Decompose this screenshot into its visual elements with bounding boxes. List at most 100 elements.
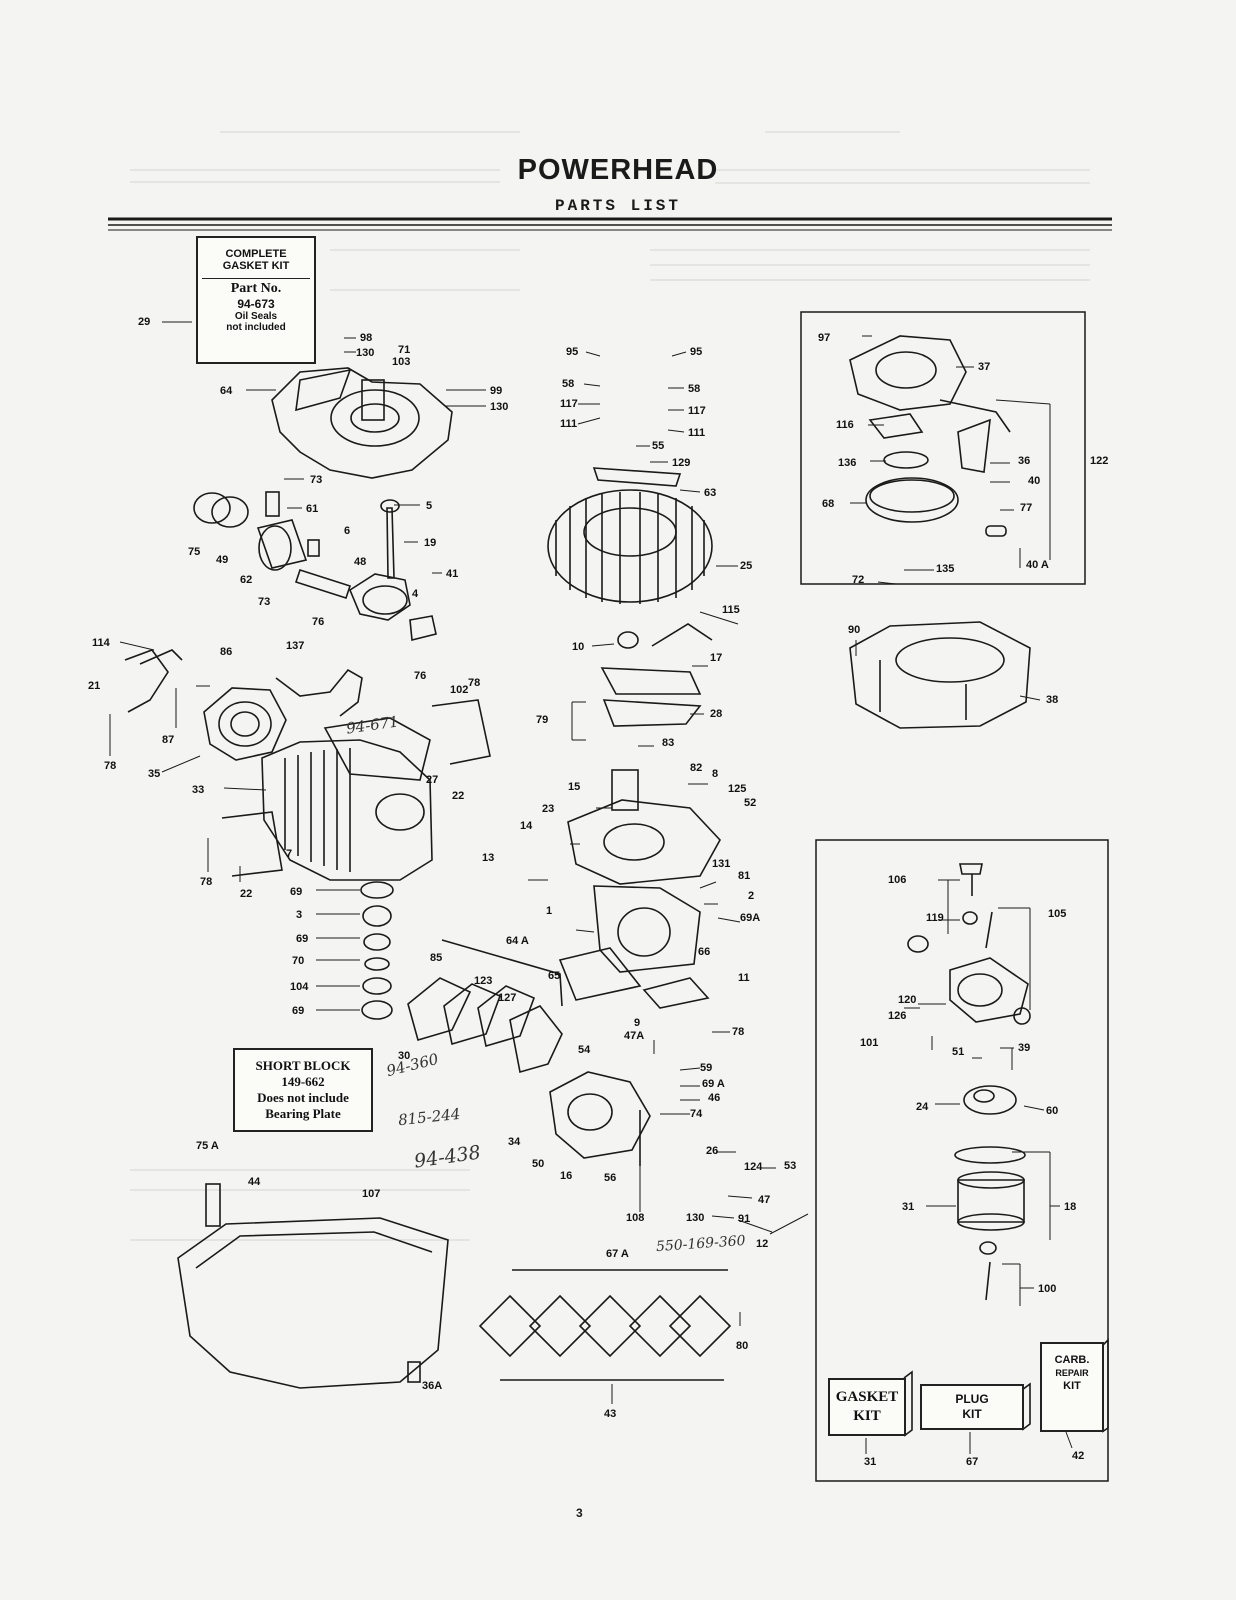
- carb-repair-kit-box: CARB. REPAIR KIT: [1040, 1342, 1104, 1432]
- part-callout: 13: [482, 852, 495, 864]
- part-callout: 116: [836, 419, 854, 431]
- part-callout: 36A: [422, 1380, 443, 1392]
- part-callout: 114: [92, 637, 110, 649]
- inset-frames: [800, 311, 1109, 1482]
- part-callout: 17: [710, 652, 723, 664]
- short-block-box: SHORT BLOCK 149-662 Does not include Bea…: [233, 1048, 373, 1132]
- part-callout: 24: [916, 1101, 929, 1113]
- part-callout: 26: [706, 1145, 719, 1157]
- page-title: POWERHEAD: [517, 154, 719, 186]
- part-callout: 111: [560, 418, 578, 430]
- part-callout: 137: [286, 640, 305, 652]
- part-callout: 79: [536, 714, 549, 726]
- leader-lines: [109, 321, 1073, 1454]
- part-callout: 30: [398, 1050, 411, 1062]
- header-rules: [108, 217, 1112, 231]
- complete-gasket-kit-box: COMPLETE GASKET KIT Part No. 94-673 Oil …: [196, 236, 316, 364]
- part-callout: 4: [412, 588, 419, 600]
- part-callout: 78: [200, 876, 213, 888]
- part-callout: 34: [508, 1136, 521, 1148]
- part-callout: 41: [446, 568, 459, 580]
- part-callout: 68: [822, 498, 835, 510]
- part-callout: 117: [688, 405, 706, 417]
- part-callout: 83: [662, 737, 675, 749]
- part-callout: 69: [296, 933, 309, 945]
- part-callout: 101: [860, 1037, 879, 1049]
- part-callout: 107: [362, 1188, 381, 1200]
- part-callout: 31: [864, 1456, 877, 1468]
- part-callout: 58: [562, 378, 575, 390]
- part-callout: 40: [1028, 475, 1041, 487]
- gasket-kit-label-2: KIT: [853, 1408, 881, 1424]
- part-callout: 52: [744, 797, 757, 809]
- part-callout: 37: [978, 361, 991, 373]
- part-callout: 61: [306, 503, 319, 515]
- page-subtitle: PARTS LIST: [554, 197, 681, 215]
- part-callout: 130: [686, 1212, 705, 1224]
- part-callout: 69 A: [702, 1078, 725, 1090]
- gasket-kit-line-1: COMPLETE: [225, 248, 287, 260]
- part-callout: 106: [888, 874, 907, 886]
- gasket-kit-label-1: GASKET: [835, 1389, 899, 1405]
- part-callout: 48: [354, 556, 367, 568]
- part-callout: 55: [652, 440, 665, 452]
- part-callout: 108: [626, 1212, 645, 1224]
- part-callout: 46: [708, 1092, 721, 1104]
- part-callout: 44: [248, 1176, 261, 1188]
- plug-kit-box: PLUG KIT: [920, 1384, 1024, 1430]
- part-callout: 67: [966, 1456, 979, 1468]
- plug-kit-label-2: KIT: [962, 1407, 982, 1421]
- part-callout: 129: [672, 457, 691, 469]
- part-callout: 75 A: [196, 1140, 219, 1152]
- gasket-kit-line-5: Oil Seals: [234, 311, 278, 322]
- part-callout: 131: [712, 858, 731, 870]
- part-callout: 19: [424, 537, 437, 549]
- part-callout: 69: [290, 886, 303, 898]
- part-callout: 56: [604, 1172, 617, 1184]
- part-callout: 38: [1046, 694, 1059, 706]
- part-callout: 86: [220, 646, 233, 658]
- part-callout: 119: [926, 912, 944, 924]
- part-callout: 103: [392, 356, 411, 368]
- part-callout: 70: [292, 955, 305, 967]
- part-callout: 95: [566, 346, 579, 358]
- part-callout: 33: [192, 784, 205, 796]
- part-callout: 81: [738, 870, 751, 882]
- part-callout: 10: [572, 641, 585, 653]
- part-callout: 66: [698, 946, 711, 958]
- part-callout: 127: [498, 992, 517, 1004]
- part-callout: 76: [414, 670, 427, 682]
- part-callout: 87: [162, 734, 175, 746]
- short-block-line-4: Bearing Plate: [265, 1106, 341, 1121]
- part-callout: 135: [936, 563, 955, 575]
- part-callout: 47: [758, 1194, 771, 1206]
- part-callout: 47A: [624, 1030, 645, 1042]
- part-callout: 64: [220, 385, 233, 397]
- part-callout: 25: [740, 560, 753, 572]
- part-callout: 126: [888, 1010, 907, 1022]
- part-callout: 78: [468, 677, 481, 689]
- part-callout: 98: [360, 332, 373, 344]
- part-callout: 27: [426, 774, 439, 786]
- short-block-line-2: 149-662: [281, 1074, 325, 1089]
- part-callout: 136: [838, 457, 857, 469]
- part-callout: 63: [704, 487, 717, 499]
- part-callout: 9: [634, 1017, 641, 1029]
- part-callout: 76: [312, 616, 325, 628]
- page-number: 3: [576, 1506, 583, 1520]
- part-callout: 90: [848, 624, 861, 636]
- part-callout: 91: [738, 1213, 751, 1225]
- part-callout: 64 A: [506, 935, 529, 947]
- part-callout: 104: [290, 981, 309, 993]
- part-callout: 22: [452, 790, 465, 802]
- part-callout: 51: [952, 1046, 965, 1058]
- part-callout: 21: [88, 680, 101, 692]
- carb-kit-label-3: KIT: [1063, 1380, 1081, 1392]
- part-callout: 59: [700, 1062, 713, 1074]
- part-callout: 69: [292, 1005, 305, 1017]
- part-callout: 12: [756, 1238, 769, 1250]
- part-callout: 100: [1038, 1283, 1057, 1295]
- part-callout: 39: [1018, 1042, 1031, 1054]
- part-callout: 125: [728, 783, 747, 795]
